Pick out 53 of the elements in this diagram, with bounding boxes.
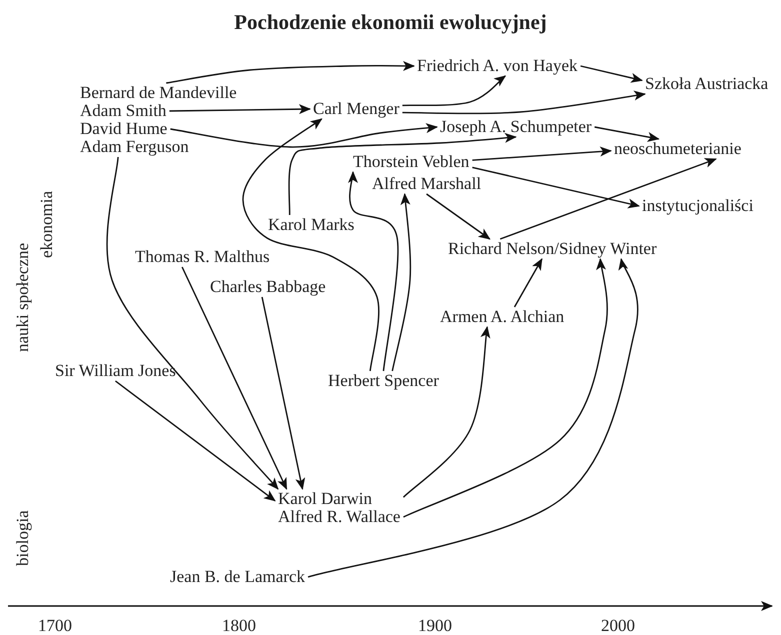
- arrow: [403, 258, 608, 518]
- name-label: Carl Menger: [313, 100, 400, 118]
- name-label: Bernard de Mandeville: [80, 84, 237, 102]
- name-label: Jean B. de Lamarck: [170, 568, 305, 586]
- name-label: Thorstein Veblen: [353, 153, 470, 171]
- arrow: [472, 146, 612, 161]
- arrow: [181, 266, 288, 490]
- arrow: [403, 326, 491, 498]
- arrow: [261, 296, 306, 490]
- name-label: Armen A. Alchian: [440, 308, 564, 326]
- axis-label: ekonomia: [38, 190, 56, 258]
- arrow: [392, 193, 412, 372]
- tick-label: 2000: [601, 617, 635, 635]
- diagram-title: Pochodzenie ekonomii ewolucyjnej: [233, 10, 548, 35]
- arrow: [308, 258, 638, 578]
- name-label: David Hume: [80, 120, 168, 138]
- arrow: [347, 171, 399, 372]
- arrow: [426, 193, 491, 240]
- name-label: Herbert Spencer: [328, 372, 439, 390]
- arrow: [170, 123, 438, 148]
- name-label: Charles Babbage: [210, 278, 326, 296]
- arrow: [402, 75, 506, 106]
- arrow: [500, 158, 717, 240]
- name-label: Alfred Marshall: [372, 175, 482, 193]
- tick-label: 1700: [38, 617, 72, 635]
- name-label: instytucjonaliści: [642, 197, 754, 215]
- arrow: [166, 60, 415, 84]
- tick-label: 1900: [418, 617, 452, 635]
- axis-label: nauki społeczne: [14, 242, 32, 352]
- name-label: Karol Darwin: [278, 490, 373, 508]
- arrow: [514, 258, 542, 308]
- arrow: [472, 166, 640, 208]
- name-label: Alfred R. Wallace: [278, 508, 400, 526]
- arrow: [242, 118, 380, 372]
- arrow: [106, 156, 279, 490]
- arrow: [594, 126, 660, 142]
- name-label: neoschumeterianie: [614, 140, 742, 158]
- axis-label: biologia: [14, 510, 32, 566]
- tick-label: 1800: [222, 617, 256, 635]
- arrow: [115, 380, 276, 502]
- name-label: Karol Marks: [268, 216, 354, 234]
- name-label: Sir William Jones: [55, 362, 176, 380]
- name-label: Szkoła Austriacka: [645, 75, 768, 93]
- name-label: Adam Smith: [80, 102, 166, 120]
- name-label: Richard Nelson/Sidney Winter: [448, 240, 657, 258]
- arrow: [580, 65, 643, 83]
- name-label: Friedrich A. von Hayek: [417, 57, 578, 75]
- arrow: [288, 132, 517, 215]
- name-label: Thomas R. Malthus: [135, 248, 270, 266]
- name-label: Joseph A. Schumpeter: [440, 118, 592, 136]
- arrow: [402, 90, 646, 114]
- name-label: Adam Ferguson: [80, 138, 189, 156]
- arrow: [169, 104, 311, 114]
